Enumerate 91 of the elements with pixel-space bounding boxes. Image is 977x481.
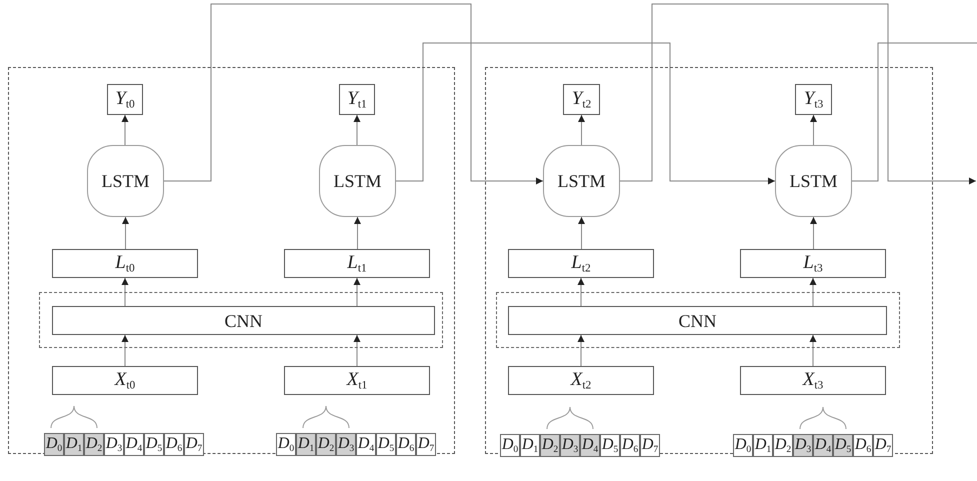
node-label: D$_{2}$ — [86, 436, 102, 454]
arrow — [578, 216, 585, 250]
node-label: L$_{t3}$ — [803, 252, 823, 274]
node-label: D$_{7}$ — [418, 436, 434, 454]
arrow — [810, 114, 817, 146]
output-box — [339, 84, 375, 115]
node-label: D$_{6}$ — [166, 436, 182, 454]
arrow — [164, 4, 544, 184]
node-label: D$_{1}$ — [298, 436, 314, 454]
feature-box — [284, 249, 430, 278]
dashed-group-box — [485, 67, 933, 454]
lstm-cell — [543, 145, 620, 217]
node-label: D$_{5}$ — [834, 436, 852, 454]
arrow — [122, 334, 128, 366]
output-box — [795, 84, 832, 115]
arrow — [620, 4, 976, 184]
feature-box — [508, 249, 654, 278]
input-box — [508, 366, 654, 395]
node-label: Y$_{t0}$ — [115, 88, 135, 110]
node-label: D$_{7}$ — [186, 436, 202, 454]
output-box — [107, 84, 143, 115]
feature-box — [740, 249, 886, 278]
input-box — [284, 366, 430, 395]
node-label: Y$_{t3}$ — [804, 88, 824, 110]
node-label: D$_{5}$ — [146, 436, 162, 454]
node-label: Y$_{t1}$ — [347, 88, 367, 110]
node-label: L$_{t1}$ — [347, 252, 367, 274]
arrow — [122, 114, 128, 146]
input-box — [740, 366, 886, 395]
node-label: L$_{t2}$ — [571, 252, 591, 274]
node-label: D$_{4}$ — [814, 436, 832, 454]
lstm-cell — [775, 145, 852, 217]
node-label: D$_{6}$ — [854, 436, 872, 454]
node-label: D$_{7}$ — [642, 436, 658, 454]
node-label: D$_{0}$ — [502, 436, 518, 454]
node-label: D$_{2}$ — [774, 436, 792, 454]
node-label: D$_{4}$ — [358, 436, 374, 454]
node-label: D$_{1}$ — [754, 436, 772, 454]
arrow — [810, 216, 817, 250]
node-label: D$_{1}$ — [522, 436, 538, 454]
cnn-box — [52, 306, 435, 335]
node-label: D$_{5}$ — [378, 436, 394, 454]
arrow — [578, 278, 584, 306]
dashed-group-box — [8, 67, 455, 454]
input-box — [52, 366, 198, 395]
node-label: L$_{t0}$ — [115, 252, 135, 274]
node-label: X$_{t1}$ — [346, 370, 368, 392]
node-label: X$_{t2}$ — [570, 370, 592, 392]
node-label: D$_{0}$ — [734, 436, 752, 454]
cnn-box — [508, 306, 887, 335]
output-box — [563, 84, 600, 115]
node-label: X$_{t3}$ — [802, 370, 824, 392]
lstm-cell — [87, 145, 164, 217]
arrow — [810, 334, 816, 366]
arrow — [578, 334, 584, 366]
node-label: D$_{1}$ — [66, 436, 82, 454]
node-label: D$_{4}$ — [582, 436, 598, 454]
node-label: D$_{5}$ — [602, 436, 618, 454]
node-label: D$_{2}$ — [318, 436, 334, 454]
node-label: LSTM — [101, 172, 150, 190]
dashed-module-box — [496, 292, 900, 348]
node-label: D$_{3}$ — [338, 436, 354, 454]
node-label: CNN — [678, 312, 716, 330]
node-label: D$_{0}$ — [278, 436, 294, 454]
lstm-cell — [319, 145, 396, 217]
node-label: LSTM — [557, 172, 606, 190]
node-label: D$_{0}$ — [46, 436, 62, 454]
arrow — [354, 216, 361, 250]
arrow — [810, 278, 816, 306]
arrow — [354, 334, 360, 366]
arrow — [396, 42, 776, 184]
arrow — [122, 278, 128, 306]
node-label: D$_{6}$ — [622, 436, 638, 454]
arrow — [354, 278, 360, 306]
arrow — [578, 114, 585, 146]
node-label: D$_{3}$ — [106, 436, 122, 454]
node-label: LSTM — [333, 172, 382, 190]
node-label: D$_{2}$ — [542, 436, 558, 454]
node-label: X$_{t0}$ — [114, 370, 136, 392]
node-label: D$_{7}$ — [874, 436, 892, 454]
arrow — [354, 114, 360, 146]
node-label: D$_{4}$ — [126, 436, 142, 454]
dashed-module-box — [39, 292, 443, 348]
node-label: D$_{6}$ — [398, 436, 414, 454]
arrow — [122, 216, 129, 250]
node-label: CNN — [224, 312, 262, 330]
feature-box — [52, 249, 198, 278]
node-label: Y$_{t2}$ — [572, 88, 592, 110]
node-label: D$_{3}$ — [794, 436, 812, 454]
node-label: LSTM — [789, 172, 838, 190]
node-label: D$_{3}$ — [562, 436, 578, 454]
